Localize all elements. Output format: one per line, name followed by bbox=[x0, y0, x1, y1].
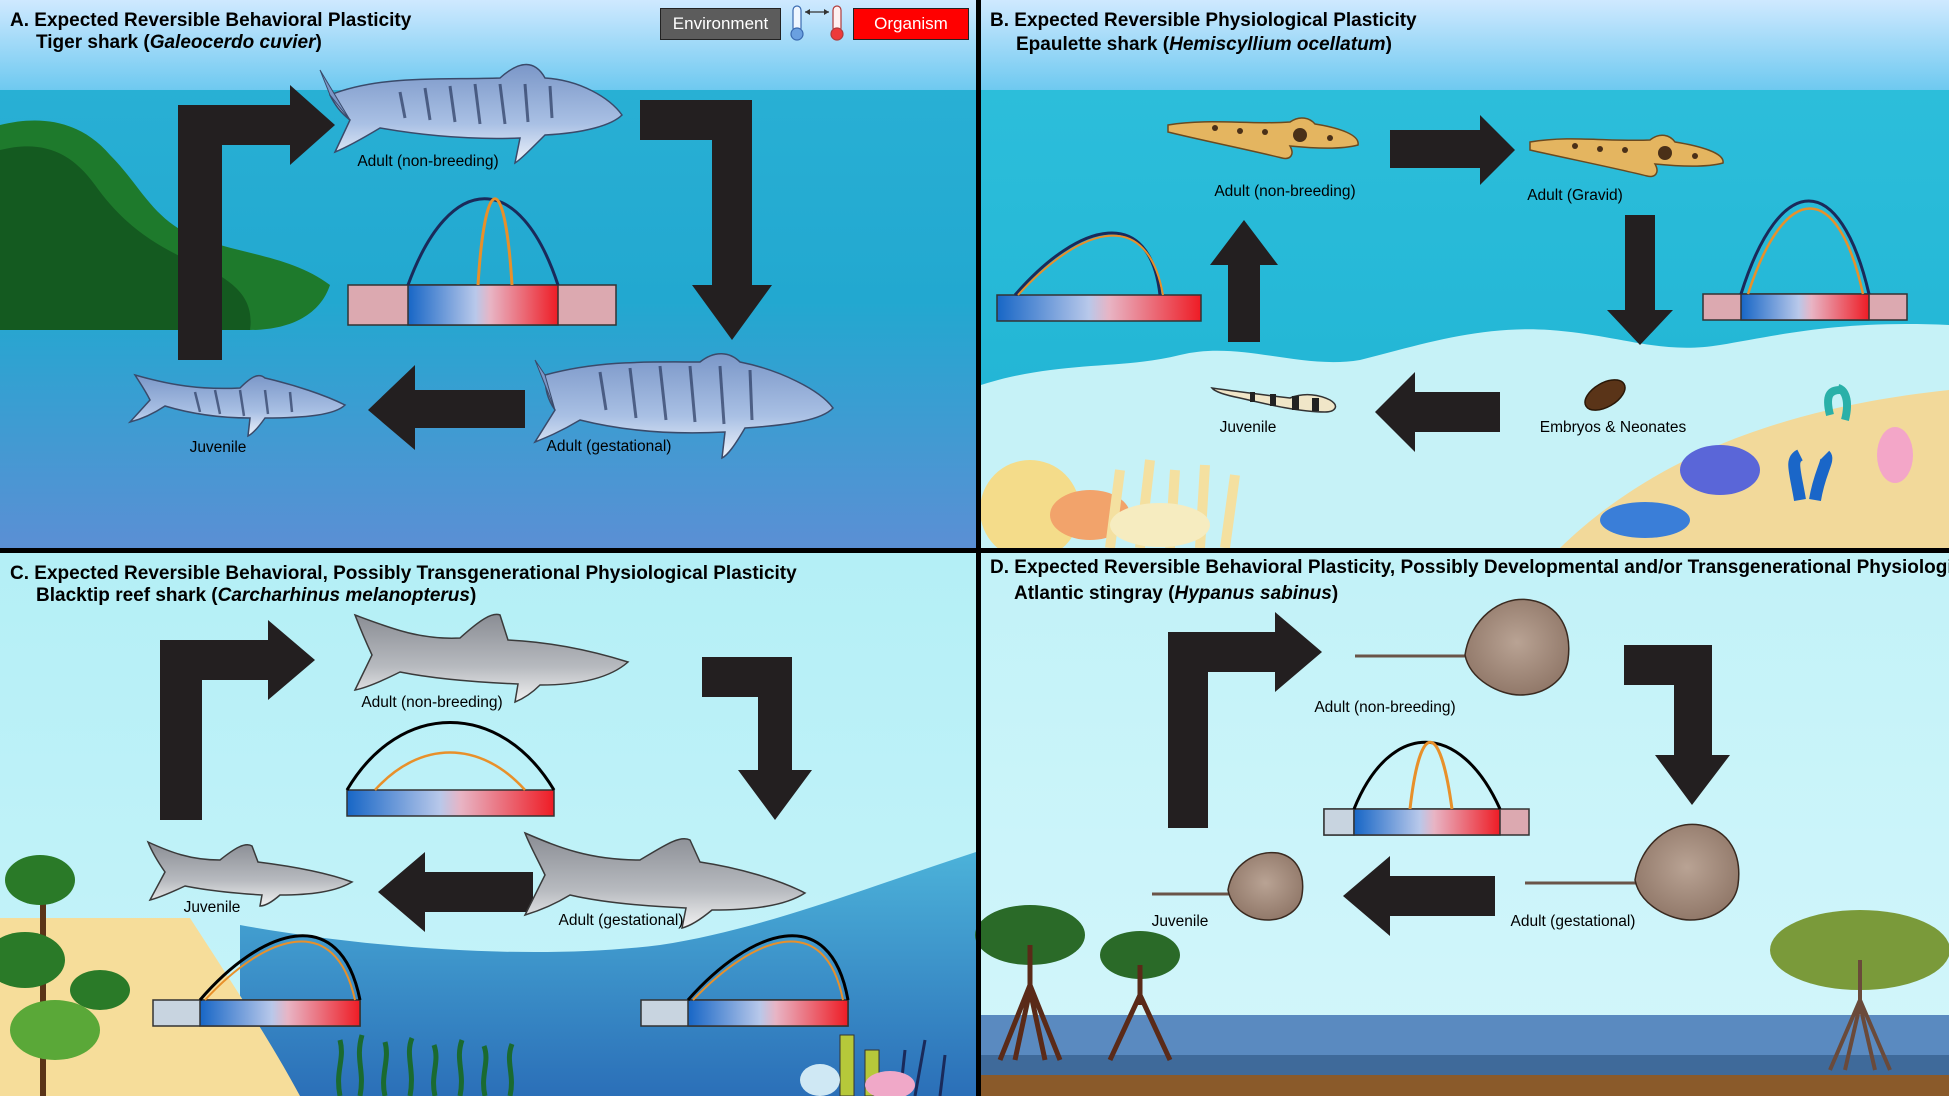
arrow-d-adult-to-gestational bbox=[1624, 645, 1730, 805]
label-d-adult-nonbreeding: Adult (non-breeding) bbox=[1314, 699, 1455, 716]
embryo-egg-case bbox=[1584, 379, 1626, 411]
panel-a: A. Expected Reversible Behavioral Plasti… bbox=[0, 0, 976, 548]
panel-d-species: Atlantic stingray (Hypanus sabinus) bbox=[1014, 583, 1338, 604]
tiger-shark-juvenile bbox=[127, 373, 347, 438]
legend-environment: Environment bbox=[660, 8, 781, 40]
label-c-adult-nonbreeding: Adult (non-breeding) bbox=[361, 694, 502, 711]
epaulette-shark-adult-gravid bbox=[1529, 134, 1724, 178]
panel-c: C. Expected Reversible Behavioral, Possi… bbox=[0, 553, 976, 1096]
horizontal-divider bbox=[0, 548, 1949, 553]
trees-c bbox=[0, 855, 130, 1096]
legend-organism: Organism bbox=[853, 8, 969, 40]
mangroves-d bbox=[975, 905, 1949, 1071]
panel-b: B. Expected Reversible Physiological Pla… bbox=[980, 0, 1949, 560]
coral-left bbox=[980, 459, 1240, 560]
panel-b-species: Epaulette shark (Hemiscyllium ocellatum) bbox=[1016, 34, 1392, 55]
coral-right bbox=[1600, 384, 1913, 538]
arrow-b-adult-to-gravid bbox=[1390, 115, 1515, 185]
thermal-curve-a bbox=[347, 197, 617, 326]
thermal-curve-c-right bbox=[640, 934, 850, 1027]
label-b-adult-nonbreeding: Adult (non-breeding) bbox=[1214, 183, 1355, 200]
panel-d: D. Expected Reversible Behavioral Plasti… bbox=[975, 553, 1949, 1096]
thermal-curve-c-left bbox=[152, 934, 362, 1027]
thermal-curve-c-top bbox=[345, 721, 556, 817]
label-a-juvenile: Juvenile bbox=[190, 439, 247, 456]
panel-c-species: Blacktip reef shark (Carcharhinus melano… bbox=[36, 585, 476, 606]
arrow-a-gestational-to-juvenile bbox=[368, 365, 525, 450]
label-a-adult-nonbreeding: Adult (non-breeding) bbox=[357, 153, 498, 170]
label-b-embryos: Embryos & Neonates bbox=[1540, 419, 1687, 436]
panel-b-title: B. Expected Reversible Physiological Pla… bbox=[990, 10, 1417, 31]
label-b-adult-gravid: Adult (Gravid) bbox=[1527, 187, 1623, 204]
label-d-juvenile: Juvenile bbox=[1152, 913, 1209, 930]
arrow-c-gestational-to-juvenile bbox=[378, 852, 533, 932]
stingray-adult-gestational bbox=[1525, 823, 1740, 921]
blacktip-shark-adult-nonbreeding bbox=[353, 613, 630, 704]
coral-c bbox=[800, 1034, 947, 1096]
arrow-c-juvenile-to-adult bbox=[160, 620, 315, 820]
thermometer-icon bbox=[790, 5, 844, 41]
label-c-adult-gestational: Adult (gestational) bbox=[559, 912, 684, 929]
tiger-shark-adult-gestational bbox=[533, 353, 834, 460]
label-b-juvenile: Juvenile bbox=[1220, 419, 1277, 436]
stingray-juvenile bbox=[1152, 851, 1304, 921]
arrow-b-gravid-to-embryos bbox=[1607, 215, 1673, 345]
arrow-a-juvenile-to-adult bbox=[178, 85, 335, 360]
thermal-curve-d bbox=[1323, 740, 1530, 836]
thermal-curve-b-right bbox=[1702, 199, 1908, 321]
panel-d-title: D. Expected Reversible Behavioral Plasti… bbox=[990, 557, 1949, 578]
arrow-d-gestational-to-juvenile bbox=[1343, 856, 1495, 936]
blacktip-shark-juvenile bbox=[146, 840, 354, 907]
label-d-adult-gestational: Adult (gestational) bbox=[1511, 913, 1636, 930]
arrow-b-juvenile-to-adult bbox=[1210, 220, 1278, 342]
tiger-shark-adult-nonbreeding bbox=[319, 63, 623, 165]
arrow-b-embryos-to-juvenile bbox=[1375, 372, 1500, 452]
thermal-curve-b-left bbox=[996, 231, 1202, 322]
label-c-juvenile: Juvenile bbox=[184, 899, 241, 916]
panel-a-title: A. Expected Reversible Behavioral Plasti… bbox=[10, 10, 412, 31]
arrow-d-juvenile-to-adult bbox=[1168, 612, 1322, 828]
arrow-a-adult-to-gestational bbox=[640, 100, 772, 340]
panel-c-title: C. Expected Reversible Behavioral, Possi… bbox=[10, 563, 797, 584]
arrow-c-adult-to-gestational bbox=[702, 657, 812, 820]
blacktip-shark-adult-gestational bbox=[523, 831, 807, 930]
label-a-adult-gestational: Adult (gestational) bbox=[547, 438, 672, 455]
stingray-adult-nonbreeding bbox=[1355, 598, 1570, 696]
seagrass-c bbox=[336, 1034, 515, 1096]
epaulette-shark-adult-nonbreeding bbox=[1167, 117, 1359, 160]
panel-a-species: Tiger shark (Galeocerdo cuvier) bbox=[36, 32, 322, 53]
epaulette-shark-juvenile bbox=[1210, 387, 1337, 413]
